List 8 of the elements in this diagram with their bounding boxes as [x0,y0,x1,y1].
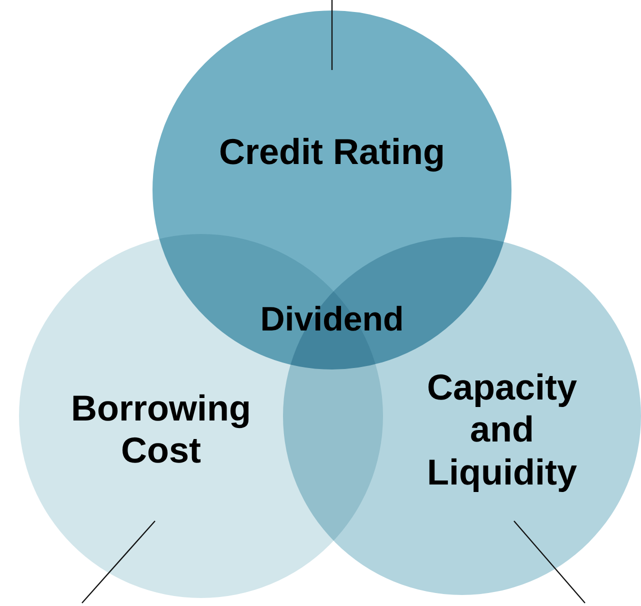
leader-line [514,520,586,604]
overlap-label: Dividend [260,300,404,340]
leader-line [331,0,333,70]
venn-circle [150,8,514,372]
leader-line [82,520,156,604]
circle-label: Credit Rating [218,130,446,174]
circle-label: Borrowing Cost [70,388,252,472]
circle-label: Capacity and Liquidity [426,366,578,494]
